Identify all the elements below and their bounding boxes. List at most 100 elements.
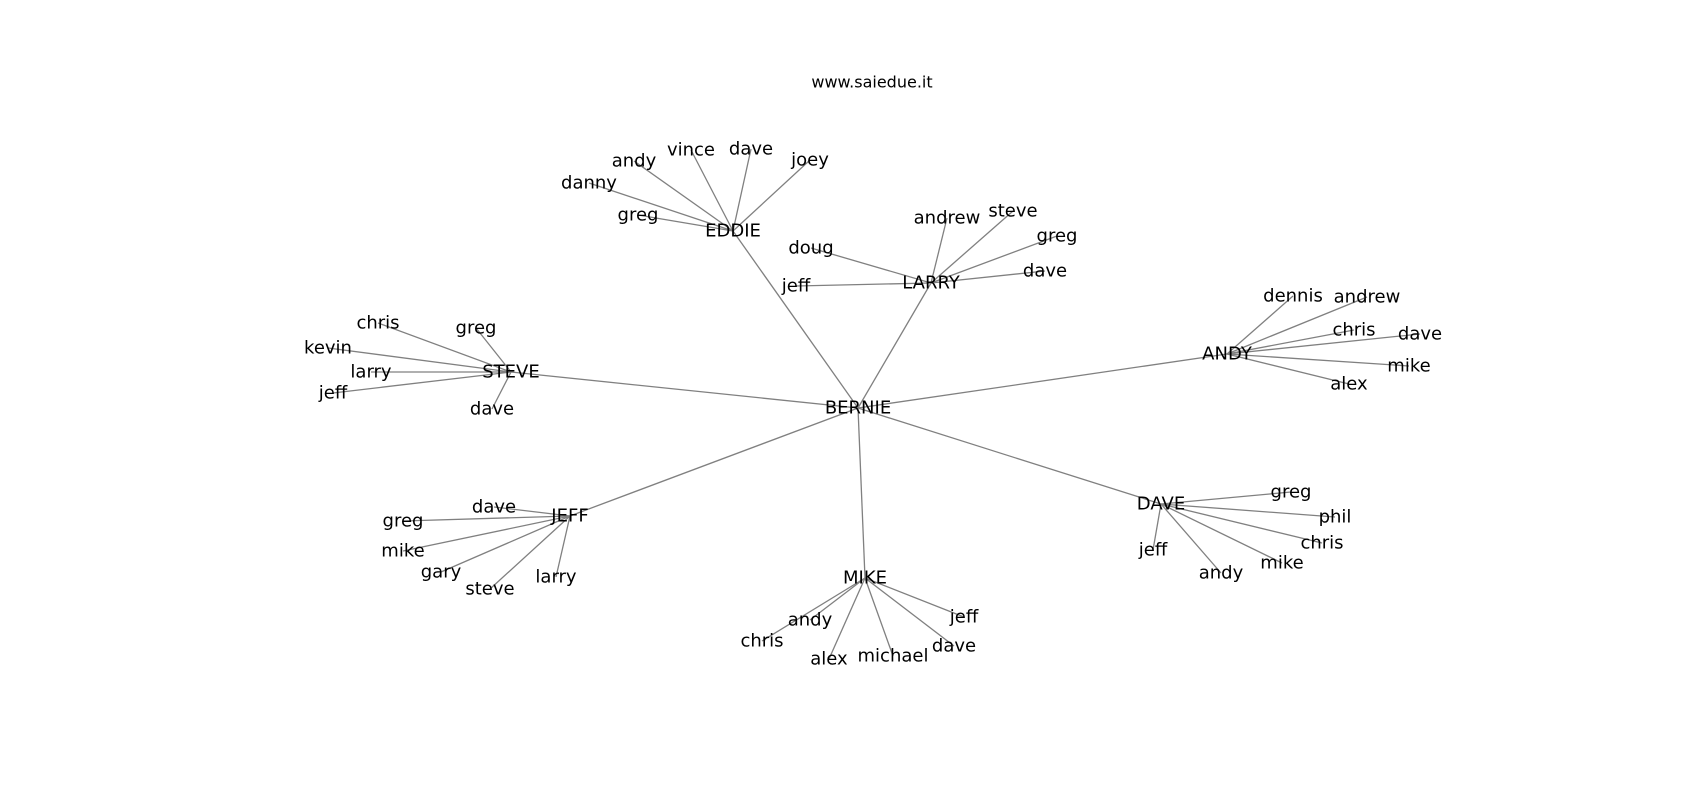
edge-mike-to-alex bbox=[828, 577, 866, 660]
leaf-node-label-dave-greg: greg bbox=[1271, 482, 1312, 503]
hub-node-label-steve: STEVE bbox=[482, 362, 539, 383]
edge-jeff-to-mike bbox=[402, 515, 571, 552]
edge-jeff-to-dave bbox=[493, 506, 571, 517]
edge-steve-to-kevin bbox=[327, 347, 512, 373]
leaf-node-label-mike-dave: dave bbox=[932, 636, 976, 657]
edge-eddie-to-greg bbox=[637, 214, 734, 232]
leaf-node-label-andy-chris: chris bbox=[1332, 320, 1375, 341]
edge-root-to-steve bbox=[510, 371, 859, 409]
edge-steve-to-jeff bbox=[332, 371, 512, 394]
leaf-node-label-eddie-vince: vince bbox=[667, 140, 715, 161]
hub-node-label-dave: DAVE bbox=[1137, 494, 1185, 515]
leaf-node-label-jeff-dave: dave bbox=[472, 497, 516, 518]
leaf-node-label-jeff-greg: greg bbox=[383, 511, 424, 532]
leaf-node-label-steve-jeff: jeff bbox=[318, 383, 348, 404]
edge-andy-to-dennis bbox=[1226, 295, 1294, 355]
edge-dave-to-chris bbox=[1160, 503, 1323, 544]
root-node-label: BERNIE bbox=[825, 398, 891, 419]
edge-mike-to-jeff bbox=[864, 577, 965, 618]
hub-node-label-jeff: JEFF bbox=[550, 506, 588, 527]
leaf-node-label-eddie-dave: dave bbox=[729, 139, 773, 160]
edge-mike-to-andy bbox=[809, 577, 866, 621]
edge-mike-to-chris bbox=[761, 577, 866, 642]
hub-node-label-mike: MIKE bbox=[843, 568, 887, 589]
edge-larry-to-jeff bbox=[795, 282, 932, 287]
leaf-node-label-mike-andy: andy bbox=[788, 610, 833, 631]
edge-dave-to-greg bbox=[1160, 491, 1292, 505]
edge-larry-to-doug bbox=[810, 247, 932, 284]
edge-eddie-to-joey bbox=[732, 159, 811, 232]
edge-mike-to-dave bbox=[864, 577, 955, 647]
edge-mike-to-michael bbox=[864, 577, 894, 657]
edge-dave-to-mike bbox=[1160, 503, 1283, 564]
leaf-node-label-eddie-joey: joey bbox=[790, 150, 829, 171]
edge-jeff-to-greg bbox=[402, 515, 571, 522]
edge-eddie-to-andy bbox=[633, 160, 734, 232]
leaf-node-label-steve-larry: larry bbox=[350, 362, 392, 383]
edge-dave-to-andy bbox=[1160, 503, 1222, 574]
edge-larry-to-greg bbox=[930, 235, 1058, 284]
edge-root-to-mike bbox=[857, 407, 866, 579]
edge-dave-to-jeff bbox=[1152, 503, 1162, 551]
edge-jeff-to-larry bbox=[555, 515, 571, 578]
leaf-node-label-larry-doug: doug bbox=[788, 238, 833, 259]
leaf-node-label-larry-steve: steve bbox=[988, 201, 1037, 222]
edge-andy-to-mike bbox=[1226, 353, 1410, 367]
hub-node-label-eddie: EDDIE bbox=[705, 221, 761, 242]
leaf-node-label-mike-michael: michael bbox=[858, 646, 929, 667]
leaf-node-label-eddie-danny: danny bbox=[561, 173, 617, 194]
edges-layer bbox=[327, 148, 1421, 660]
leaf-node-label-jeff-larry: larry bbox=[535, 567, 577, 588]
leaf-node-label-dave-jeff: jeff bbox=[1138, 540, 1168, 561]
edge-eddie-to-danny bbox=[588, 182, 734, 232]
leaf-node-label-andy-dennis: dennis bbox=[1263, 286, 1323, 307]
leaf-node-label-mike-chris: chris bbox=[740, 631, 783, 652]
leaf-node-label-eddie-greg: greg bbox=[618, 205, 659, 226]
edge-larry-to-andrew bbox=[930, 217, 948, 284]
edge-andy-to-dave bbox=[1226, 333, 1421, 355]
leaf-node-label-jeff-gary: gary bbox=[421, 562, 462, 583]
leaf-node-label-andy-dave: dave bbox=[1398, 324, 1442, 345]
leaf-node-label-eddie-andy: andy bbox=[612, 151, 657, 172]
edge-andy-to-alex bbox=[1226, 353, 1350, 385]
leaf-node-label-steve-kevin: kevin bbox=[304, 338, 352, 359]
leaf-node-label-larry-greg: greg bbox=[1037, 226, 1078, 247]
edge-root-to-eddie bbox=[732, 230, 859, 409]
edge-root-to-larry bbox=[857, 282, 932, 409]
leaf-node-label-andy-mike: mike bbox=[1387, 356, 1430, 377]
leaf-node-label-larry-jeff: jeff bbox=[781, 276, 811, 297]
edge-steve-to-chris bbox=[377, 322, 512, 373]
leaf-node-label-dave-chris: chris bbox=[1300, 533, 1343, 554]
edge-jeff-to-steve bbox=[489, 515, 571, 590]
edge-root-to-dave bbox=[857, 407, 1162, 505]
diagram-title: www.saiedue.it bbox=[811, 73, 932, 92]
leaf-node-label-steve-dave: dave bbox=[470, 399, 514, 420]
leaf-node-label-jeff-mike: mike bbox=[381, 541, 424, 562]
leaf-node-label-andy-alex: alex bbox=[1330, 374, 1368, 395]
edge-root-to-jeff bbox=[569, 407, 859, 517]
leaf-node-label-jeff-steve: steve bbox=[465, 579, 514, 600]
leaf-node-label-dave-phil: phil bbox=[1319, 507, 1352, 528]
edge-dave-to-phil bbox=[1160, 503, 1336, 518]
hub-node-label-andy: ANDY bbox=[1202, 344, 1253, 365]
edge-andy-to-andrew bbox=[1226, 296, 1368, 355]
leaf-node-label-steve-greg: greg bbox=[456, 318, 497, 339]
edge-andy-to-chris bbox=[1226, 329, 1355, 355]
leaf-node-label-larry-dave: dave bbox=[1023, 261, 1067, 282]
leaf-node-label-mike-jeff: jeff bbox=[949, 607, 979, 628]
edge-eddie-to-dave bbox=[732, 148, 752, 232]
edge-jeff-to-gary bbox=[440, 515, 571, 573]
hub-node-label-larry: LARRY bbox=[902, 273, 961, 294]
edge-root-to-andy bbox=[857, 353, 1228, 409]
leaf-node-label-mike-alex: alex bbox=[810, 649, 848, 670]
edge-steve-to-dave bbox=[491, 371, 512, 410]
leaf-node-label-dave-mike: mike bbox=[1260, 553, 1303, 574]
leaf-node-label-andy-andrew: andrew bbox=[1334, 287, 1401, 308]
edge-steve-to-greg bbox=[475, 327, 512, 373]
leaf-node-label-steve-chris: chris bbox=[356, 313, 399, 334]
edge-eddie-to-vince bbox=[690, 149, 734, 232]
edge-larry-to-steve bbox=[930, 210, 1014, 284]
leaf-node-label-larry-andrew: andrew bbox=[914, 208, 981, 229]
edge-larry-to-dave bbox=[930, 270, 1046, 284]
